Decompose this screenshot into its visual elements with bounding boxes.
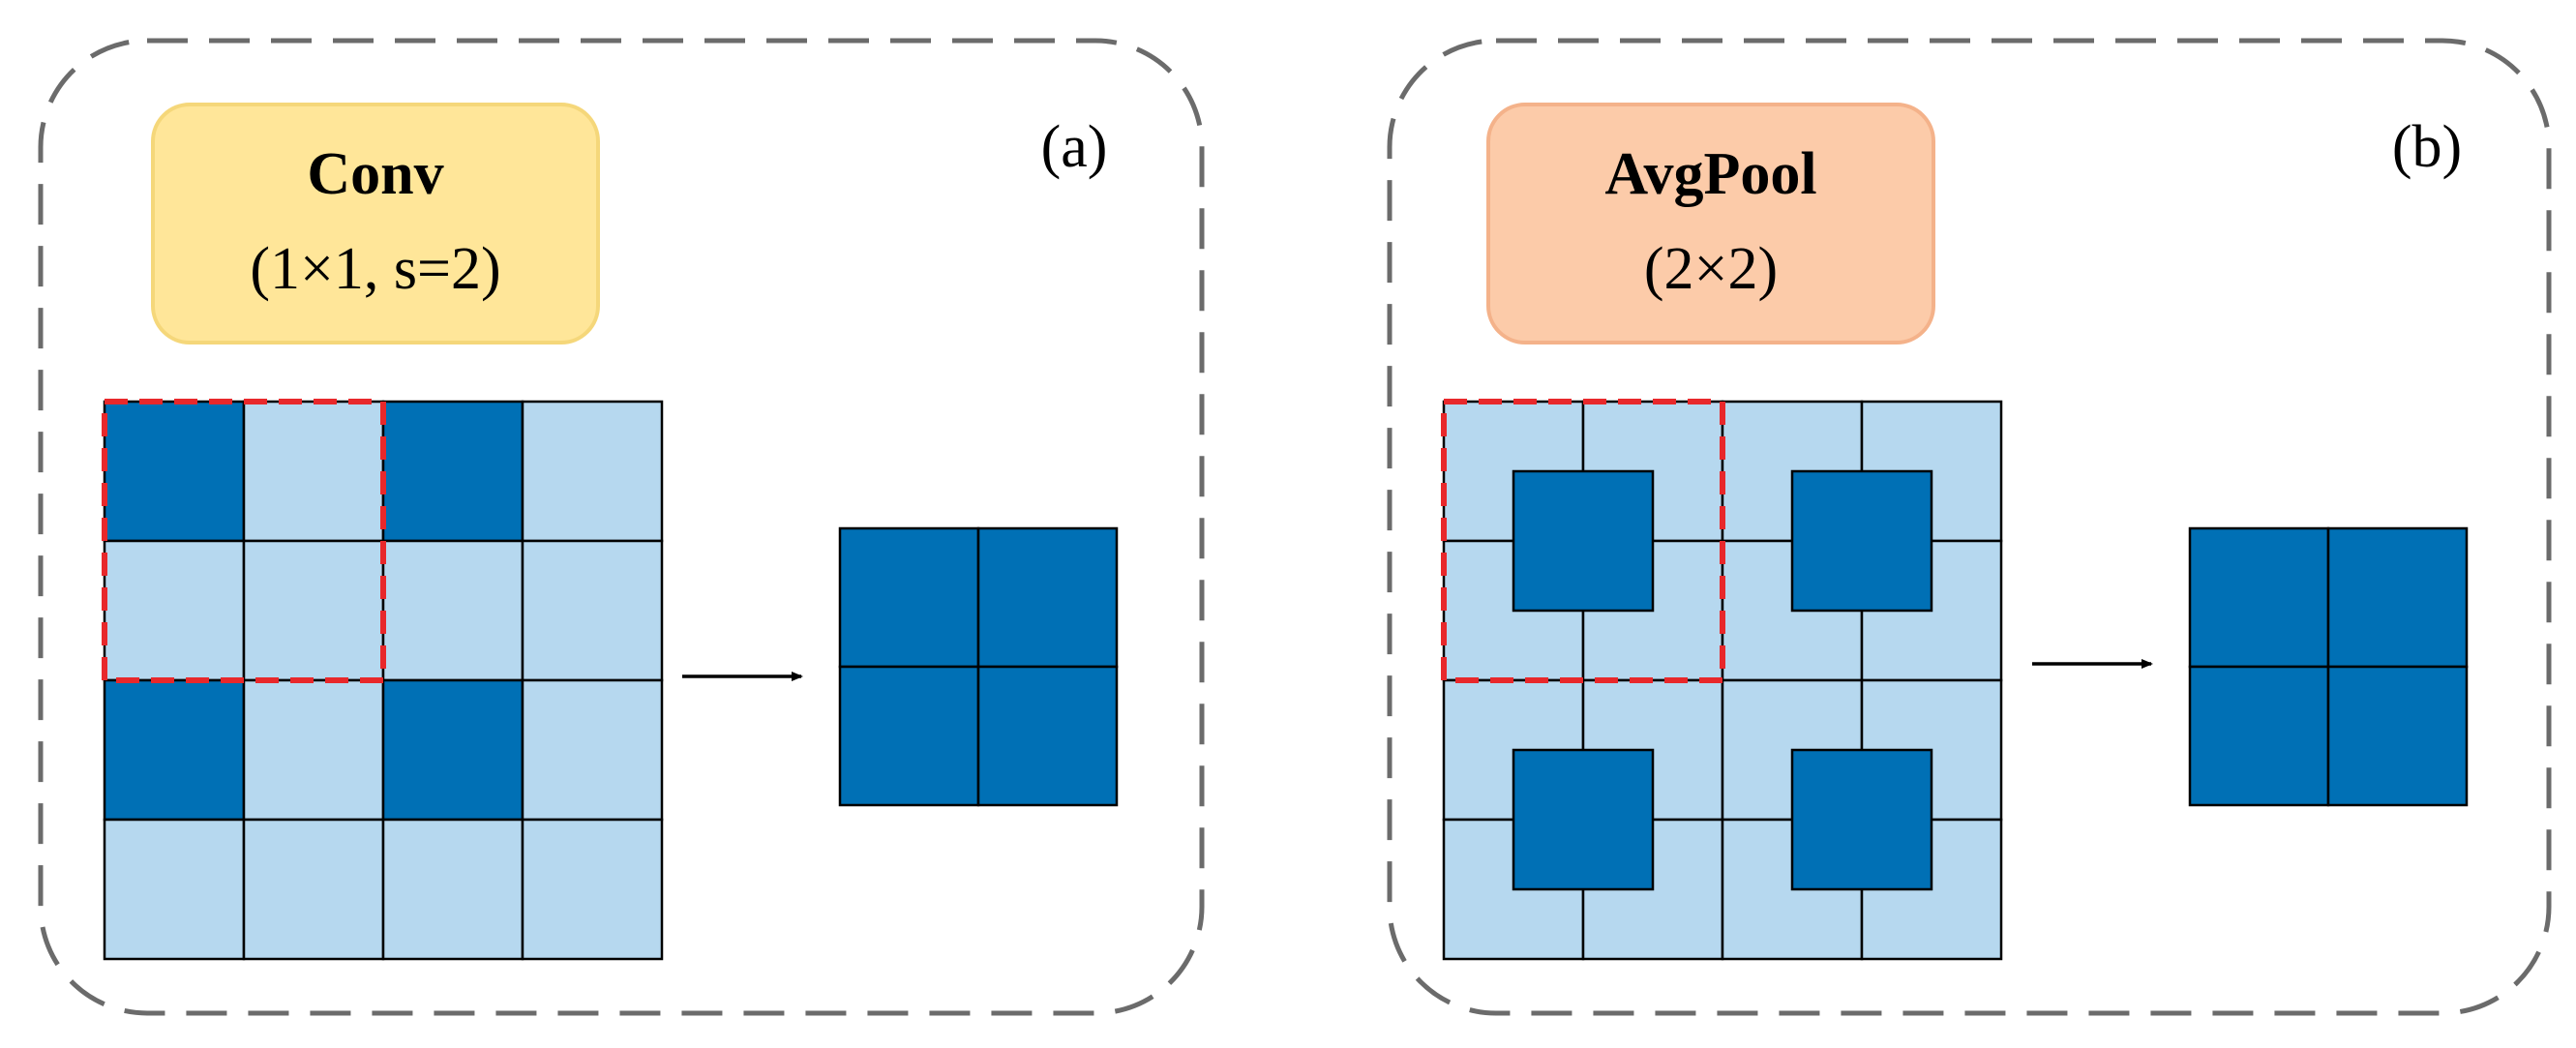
conv-input-cell	[521, 678, 664, 822]
avgpool-pooled-block	[1790, 748, 1933, 891]
avgpool-pooled-block	[1512, 748, 1655, 891]
conv-output-grid	[838, 526, 1119, 807]
conv-input-cell	[103, 818, 246, 961]
conv-input-cell	[521, 400, 664, 543]
conv-input-cell	[242, 400, 385, 543]
avgpool-output-cell	[2326, 526, 2469, 669]
conv-kernel-window	[102, 399, 386, 683]
conv-output-cell	[976, 526, 1119, 669]
avgpool-pooled-block	[1512, 469, 1655, 613]
conv-input-cell	[381, 818, 524, 961]
panel-b-label: (b)	[2392, 114, 2462, 180]
conv-input-cell	[242, 818, 385, 961]
panel-a-border	[38, 38, 1205, 1016]
conv-output-cell	[838, 665, 980, 807]
avgpool-pooled-blocks	[1512, 469, 1933, 891]
avgpool-window	[1441, 399, 1725, 683]
panel-b: AvgPool (2×2) (b)	[1387, 38, 2552, 1016]
panel-a: Conv (1×1, s=2) (a)	[38, 38, 1205, 1016]
avgpool-output-cell	[2326, 665, 2469, 807]
panel-b-border	[1387, 38, 2552, 1016]
conv-input-cell	[103, 400, 246, 543]
avgpool-output-cell	[2188, 665, 2330, 807]
conv-input-cell	[242, 678, 385, 822]
avgpool-pooled-block	[1790, 469, 1933, 613]
conv-input-cell	[381, 678, 524, 822]
conv-input-cell	[381, 539, 524, 682]
conv-input-cell	[521, 818, 664, 961]
avgpool-op-title: AvgPool	[1604, 141, 1816, 207]
conv-input-cell	[521, 539, 664, 682]
conv-output-cell	[838, 526, 980, 669]
conv-op-params: (1×1, s=2)	[250, 236, 500, 302]
conv-output-cell	[976, 665, 1119, 807]
conv-input-cell	[103, 539, 246, 682]
avgpool-output-grid	[2188, 526, 2469, 807]
avgpool-op-box	[1486, 103, 1935, 344]
conv-op-title: Conv	[307, 141, 443, 207]
conv-input-cell	[381, 400, 524, 543]
conv-op-box	[151, 103, 600, 344]
avgpool-op-params: (2×2)	[1644, 236, 1778, 302]
conv-input-cell	[103, 678, 246, 822]
panel-a-label: (a)	[1041, 114, 1108, 180]
conv-input-cell	[242, 539, 385, 682]
avgpool-output-cell	[2188, 526, 2330, 669]
